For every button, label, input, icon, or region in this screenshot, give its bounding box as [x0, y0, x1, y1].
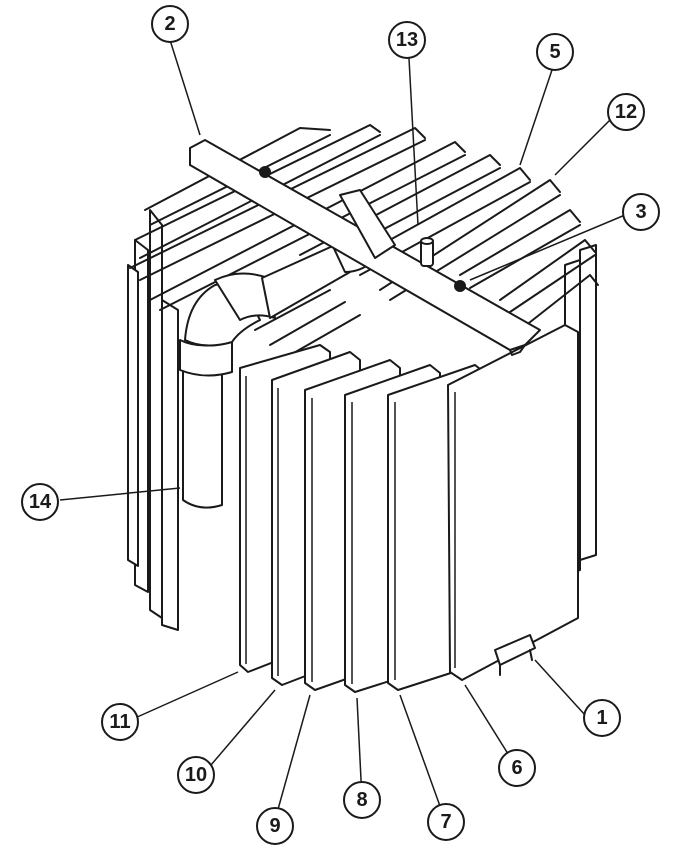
callout-5: 5: [536, 33, 574, 71]
leader-6: [464, 684, 516, 766]
leader-2: [169, 39, 201, 136]
callout-1-label: 1: [596, 707, 607, 729]
leader-11: [134, 671, 239, 719]
callouts: 1 2 3 5 6 7 8 9: [21, 5, 660, 845]
bottom-bracket: [494, 634, 536, 676]
leader-3: [469, 214, 626, 281]
callout-3: 3: [622, 193, 660, 231]
callout-8: 8: [343, 781, 381, 819]
callout-12-label: 12: [615, 101, 637, 123]
callout-10: 10: [177, 756, 215, 794]
callout-2: 2: [151, 5, 189, 43]
callout-9: 9: [256, 807, 294, 845]
callout-6-label: 6: [511, 757, 522, 779]
leader-12: [554, 109, 621, 176]
leader-10: [204, 689, 276, 773]
callout-2-label: 2: [164, 13, 175, 35]
leader-9: [274, 694, 311, 821]
callout-11-label: 11: [109, 711, 130, 733]
leader-7: [399, 694, 446, 821]
leader-1: [534, 659, 586, 716]
header-bar: [189, 139, 541, 356]
callout-13: 13: [388, 21, 426, 59]
leader-14: [59, 487, 181, 501]
front-sections: [239, 324, 579, 693]
callout-10-label: 10: [185, 764, 207, 786]
callout-14: 14: [21, 483, 59, 521]
callout-8-label: 8: [356, 789, 367, 811]
callout-3-label: 3: [635, 201, 646, 223]
callout-1: 1: [583, 699, 621, 737]
callout-14-label: 14: [29, 491, 52, 513]
callout-13-label: 13: [396, 29, 418, 51]
callout-5-label: 5: [549, 41, 560, 63]
leader-5: [519, 69, 553, 166]
leader-13: [407, 39, 419, 226]
callout-7-label: 7: [440, 811, 451, 833]
callout-6: 6: [498, 749, 536, 787]
callout-9-label: 9: [269, 815, 280, 837]
callout-12: 12: [607, 93, 645, 131]
callout-11: 11: [101, 703, 139, 741]
callout-7: 7: [427, 803, 465, 841]
